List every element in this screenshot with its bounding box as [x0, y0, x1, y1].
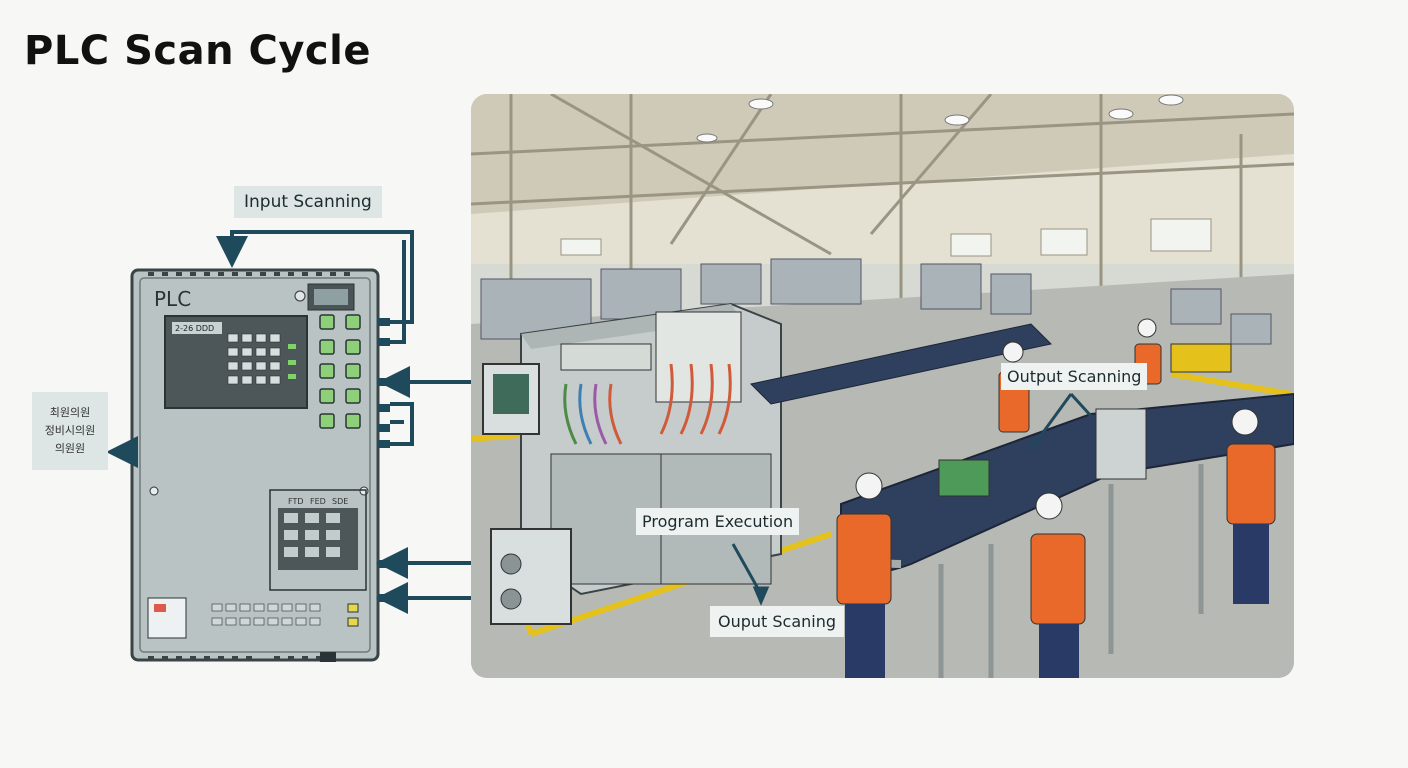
- status-line-2: 정비시의원: [44, 424, 96, 437]
- plc-panel-label-3: SDE: [332, 497, 348, 506]
- plc-panel-label-1: FTD: [288, 497, 304, 506]
- label-output-scanning-bottom: Ouput Scaning: [710, 606, 845, 637]
- factory-scene: [471, 94, 1294, 678]
- label-input-scanning: Input Scanning: [234, 186, 382, 218]
- plc-status-box: 최원의원 정비시의원 의원원: [32, 392, 108, 470]
- label-output-scanning-top: Output Scanning: [1001, 363, 1148, 390]
- plc-brand-label: PLC: [154, 287, 191, 311]
- connection-arrows: [106, 230, 480, 614]
- label-program-execution: Program Execution: [636, 508, 800, 535]
- status-line-3: 의원원: [54, 442, 86, 455]
- worker-3: [1226, 408, 1276, 604]
- worker-1: [836, 472, 892, 678]
- worker-2: [1030, 492, 1086, 678]
- plc-cabinet: PLC 2-26 DDD FTD FED SDE: [130, 268, 390, 662]
- plc-display-text: 2-26 DDD: [175, 324, 214, 333]
- plc-panel-label-2: FED: [310, 497, 326, 506]
- page-title: PLC Scan Cycle: [24, 28, 371, 74]
- status-line-1: 최원의원: [49, 406, 91, 419]
